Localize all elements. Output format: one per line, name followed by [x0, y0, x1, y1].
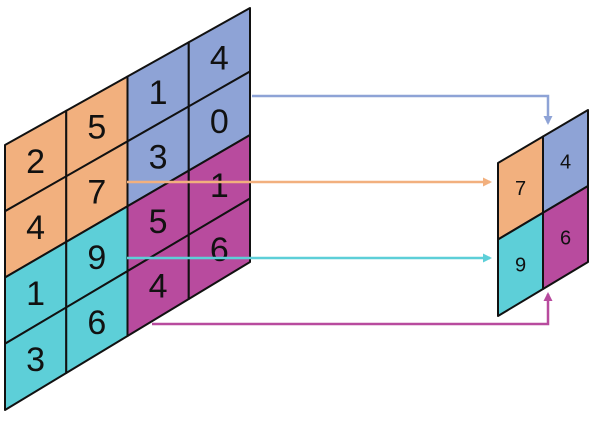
input-value-r4-c1: 3	[26, 341, 45, 379]
input-feature-map: 2 5 1 4 4 7 3 0 1 9 5 1 3 6 4 6	[4, 7, 251, 411]
input-value-r2-c4: 0	[210, 103, 229, 141]
input-value-r1-c3: 1	[149, 74, 168, 112]
input-value-r4-c2: 6	[87, 304, 106, 342]
input-value-r3-c4: 1	[210, 167, 229, 205]
arrow-magenta	[152, 292, 553, 326]
output-cell-r2-c2	[542, 185, 589, 290]
output-value-r2-c2: 6	[560, 228, 571, 250]
output-value-r1-c1: 7	[515, 178, 526, 200]
input-value-r2-c1: 4	[26, 209, 45, 247]
input-value-r2-c2: 7	[87, 174, 106, 212]
input-cell-r4-c4	[187, 197, 251, 300]
input-value-r4-c3: 4	[149, 267, 168, 305]
arrow-blue	[252, 94, 553, 125]
input-value-r4-c4: 6	[210, 231, 229, 269]
input-value-r3-c1: 1	[26, 275, 45, 313]
input-value-r2-c3: 3	[149, 138, 168, 176]
input-value-r1-c4: 4	[210, 39, 229, 77]
input-value-r1-c1: 2	[26, 143, 45, 181]
output-value-r2-c1: 9	[515, 255, 526, 277]
output-value-r1-c2: 4	[560, 152, 571, 174]
input-value-r3-c3: 5	[149, 203, 168, 241]
input-value-r1-c2: 5	[87, 108, 106, 146]
input-value-r3-c2: 9	[87, 239, 106, 277]
output-pooled-map: 7 4 9 6	[497, 109, 589, 317]
pooling-arrows	[127, 94, 553, 326]
